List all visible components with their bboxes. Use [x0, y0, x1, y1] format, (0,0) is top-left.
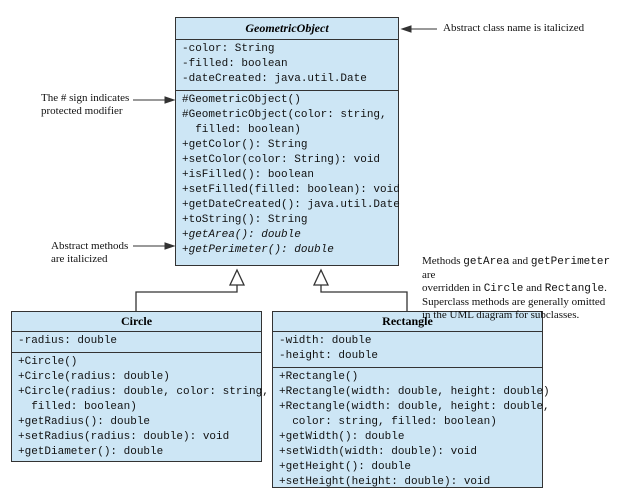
field: -color: String	[182, 43, 275, 55]
method: +Rectangle()	[279, 371, 359, 383]
method: +getRadius(): double	[18, 416, 151, 428]
note-line: The # sign indicates	[41, 92, 130, 104]
note-overridden-methods: Methods getArea and getPerimeter are ove…	[422, 255, 622, 322]
note-line: overridden in Circle and Rectangle.	[422, 282, 622, 296]
method: +Rectangle(width: double, height: double…	[279, 386, 550, 398]
method: +Circle(radius: double, color: string,	[18, 386, 269, 398]
field: -height: double	[279, 350, 379, 362]
note-line: in the UML diagram for subclasses.	[422, 309, 580, 321]
method: color: string, filled: boolean)	[279, 416, 497, 428]
method: filled: boolean)	[18, 401, 137, 413]
abstract-methods-pointer-head	[164, 242, 176, 250]
rectangle-methods: +Rectangle() +Rectangle(width: double, h…	[273, 368, 550, 493]
method: +getDiameter(): double	[18, 446, 164, 458]
rectangle-name: Rectangle	[273, 312, 542, 332]
abstract-class-pointer-head	[400, 25, 412, 33]
note-code: Rectangle	[544, 283, 605, 295]
note-line: protected modifier	[41, 105, 123, 117]
note-abstract-class: Abstract class name is italicized	[443, 22, 585, 34]
method: +setHeight(height: double): void	[279, 476, 491, 488]
note-text: are	[422, 269, 436, 281]
note-protected-modifier: The # sign indicates protected modifier	[41, 92, 129, 118]
method: +getColor(): String	[182, 139, 308, 151]
note-text: overridden in	[422, 282, 484, 294]
method: +setFilled(filled: boolean): void	[182, 184, 400, 196]
method: #GeometricObject()	[182, 94, 301, 106]
method: filled: boolean)	[182, 124, 301, 136]
method: +getHeight(): double	[279, 461, 412, 473]
note-line: Abstract methods	[51, 240, 129, 252]
abstract-method: +getArea(): double	[182, 229, 301, 241]
circle-inheritance-line	[135, 285, 238, 311]
method: +getWidth(): double	[279, 431, 405, 443]
field: -radius: double	[18, 335, 118, 347]
abstract-method: +getPerimeter(): double	[182, 244, 334, 256]
circle-name: Circle	[12, 312, 261, 332]
note-code: getPerimeter	[530, 256, 611, 268]
rectangle-class: Rectangle -width: double -height: double…	[272, 311, 550, 488]
method: +Rectangle(width: double, height: double…	[279, 401, 550, 413]
circle-class: Circle -radius: double +Circle() +Circle…	[11, 311, 269, 463]
field: -width: double	[279, 335, 372, 347]
geometric-object-class: GeometricObject -color: String -filled: …	[175, 17, 400, 266]
field: -dateCreated: java.util.Date	[182, 73, 367, 85]
protected-pointer-head	[164, 96, 176, 104]
method: +setColor(color: String): void	[182, 154, 381, 166]
method: +Circle()	[18, 356, 78, 368]
note-abstract-methods: Abstract methods are italicized	[51, 240, 128, 266]
method: +isFilled(): boolean	[182, 169, 315, 181]
note-line: Superclass methods are generally omitted	[422, 296, 606, 308]
note-text: and	[523, 282, 545, 294]
circle-inheritance-arrowhead	[228, 268, 246, 286]
geometric-object-methods: #GeometricObject() #GeometricObject(colo…	[176, 91, 400, 261]
note-text: .	[604, 282, 607, 294]
method: +Circle(radius: double)	[18, 371, 170, 383]
field: -filled: boolean	[182, 58, 288, 70]
circle-fields: -radius: double	[12, 332, 261, 353]
note-code: Circle	[483, 283, 524, 295]
rectangle-inheritance-arrowhead	[312, 268, 330, 286]
rectangle-inheritance-line	[320, 285, 408, 311]
method: +toString(): String	[182, 214, 308, 226]
method: +getDateCreated(): java.util.Date	[182, 199, 400, 211]
note-code: getArea	[463, 256, 510, 268]
method: #GeometricObject(color: string,	[182, 109, 387, 121]
geometric-object-name: GeometricObject	[176, 18, 398, 40]
method: +setRadius(radius: double): void	[18, 431, 230, 443]
note-text: Methods	[422, 255, 464, 267]
note-text: and	[509, 255, 531, 267]
geometric-object-fields: -color: String -filled: boolean -dateCre…	[176, 40, 398, 91]
circle-methods: +Circle() +Circle(radius: double) +Circl…	[12, 353, 269, 463]
rectangle-fields: -width: double -height: double	[273, 332, 542, 368]
note-line: are italicized	[51, 253, 108, 265]
method: +setWidth(width: double): void	[279, 446, 478, 458]
note-line: Methods getArea and getPerimeter are	[422, 255, 622, 282]
